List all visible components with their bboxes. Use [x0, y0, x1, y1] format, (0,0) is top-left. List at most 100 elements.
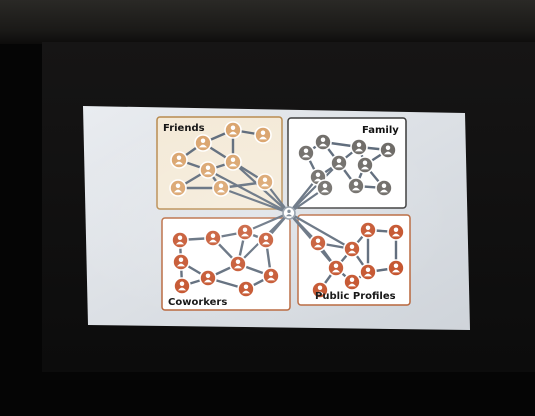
person-head	[356, 142, 362, 147]
person-head	[365, 225, 371, 230]
person-body	[348, 283, 356, 287]
person-head	[205, 273, 211, 279]
person-head	[176, 155, 182, 160]
hub-edge	[287, 211, 354, 251]
person-head	[349, 277, 355, 283]
person-body	[364, 231, 372, 235]
person-head	[393, 227, 399, 232]
person-node-family	[375, 179, 393, 197]
person-head	[235, 259, 241, 265]
person-node-public	[343, 240, 361, 258]
group-label-public-profiles: Public Profiles	[315, 291, 396, 302]
person-body	[302, 154, 310, 158]
person-node-coworkers	[171, 231, 189, 249]
person-body	[355, 148, 363, 152]
person-node-friends	[170, 151, 188, 169]
person-head	[260, 130, 266, 135]
person-body	[175, 161, 183, 165]
node-circle	[330, 154, 348, 172]
person-body	[392, 269, 400, 273]
node-circle	[356, 156, 374, 174]
person-body	[204, 279, 212, 283]
person-body	[241, 233, 249, 237]
node-circle	[169, 179, 187, 197]
person-head	[322, 183, 328, 188]
person-head	[315, 238, 321, 243]
person-body	[217, 189, 225, 193]
node-circle	[204, 229, 222, 247]
person-body	[229, 131, 237, 135]
node-circle	[199, 161, 217, 179]
person-body	[314, 178, 322, 182]
person-node-public	[327, 259, 345, 277]
person-node-public	[359, 221, 377, 239]
person-head	[353, 181, 359, 186]
person-head	[385, 145, 391, 150]
person-body	[242, 290, 250, 294]
node-circle	[343, 240, 361, 258]
person-body	[319, 143, 327, 147]
hub-edge	[206, 168, 291, 215]
person-node-public	[387, 223, 405, 241]
person-body	[314, 244, 322, 248]
person-node-coworkers	[173, 277, 191, 295]
hub-edge	[219, 186, 291, 215]
person-head	[177, 235, 183, 240]
person-node-public	[309, 234, 327, 252]
person-node-coworkers	[237, 280, 255, 298]
person-body	[177, 263, 185, 267]
person-head	[268, 271, 274, 277]
person-body	[361, 166, 369, 170]
hub-edge	[287, 161, 341, 215]
person-head	[336, 158, 342, 163]
person-head	[315, 172, 321, 177]
person-head	[349, 244, 355, 249]
person-body	[364, 273, 372, 277]
person-head	[205, 165, 211, 170]
node-circle	[347, 177, 365, 195]
group-label-friends: Friends	[163, 123, 205, 134]
person-body	[332, 269, 340, 273]
person-node-friends	[224, 153, 242, 171]
person-head	[230, 157, 236, 162]
person-node-friends	[169, 179, 187, 197]
person-node-family	[297, 144, 315, 162]
node-circle	[236, 223, 254, 241]
group-label-coworkers: Coworkers	[168, 297, 227, 308]
person-head	[175, 183, 181, 188]
person-node-family	[330, 154, 348, 172]
person-body	[234, 265, 242, 269]
person-body	[176, 241, 184, 245]
person-body	[199, 144, 207, 148]
ceiling	[0, 0, 535, 44]
person-node-family	[316, 179, 334, 197]
person-node-public	[343, 273, 361, 291]
person-body	[380, 189, 388, 193]
person-body	[348, 250, 356, 254]
person-node-coworkers	[204, 229, 222, 247]
person-head	[303, 148, 309, 153]
person-node-coworkers	[236, 223, 254, 241]
person-node-family	[314, 133, 332, 151]
person-head	[362, 160, 368, 165]
person-node-friends	[224, 121, 242, 139]
person-head	[179, 281, 185, 287]
person-head	[200, 138, 206, 143]
person-body	[174, 189, 182, 193]
person-body	[267, 277, 275, 281]
person-body	[321, 189, 329, 193]
person-head	[243, 284, 249, 290]
node-circle	[170, 151, 188, 169]
person-node-public	[359, 263, 377, 281]
node-circle	[309, 234, 327, 252]
node-circle	[254, 126, 272, 144]
person-node-public	[387, 259, 405, 277]
person-node-friends	[199, 161, 217, 179]
person-body	[261, 183, 269, 187]
node-circle	[297, 144, 315, 162]
node-circle	[171, 231, 189, 249]
person-head	[365, 267, 371, 273]
person-head	[218, 183, 224, 188]
group-box-friends	[156, 116, 283, 210]
